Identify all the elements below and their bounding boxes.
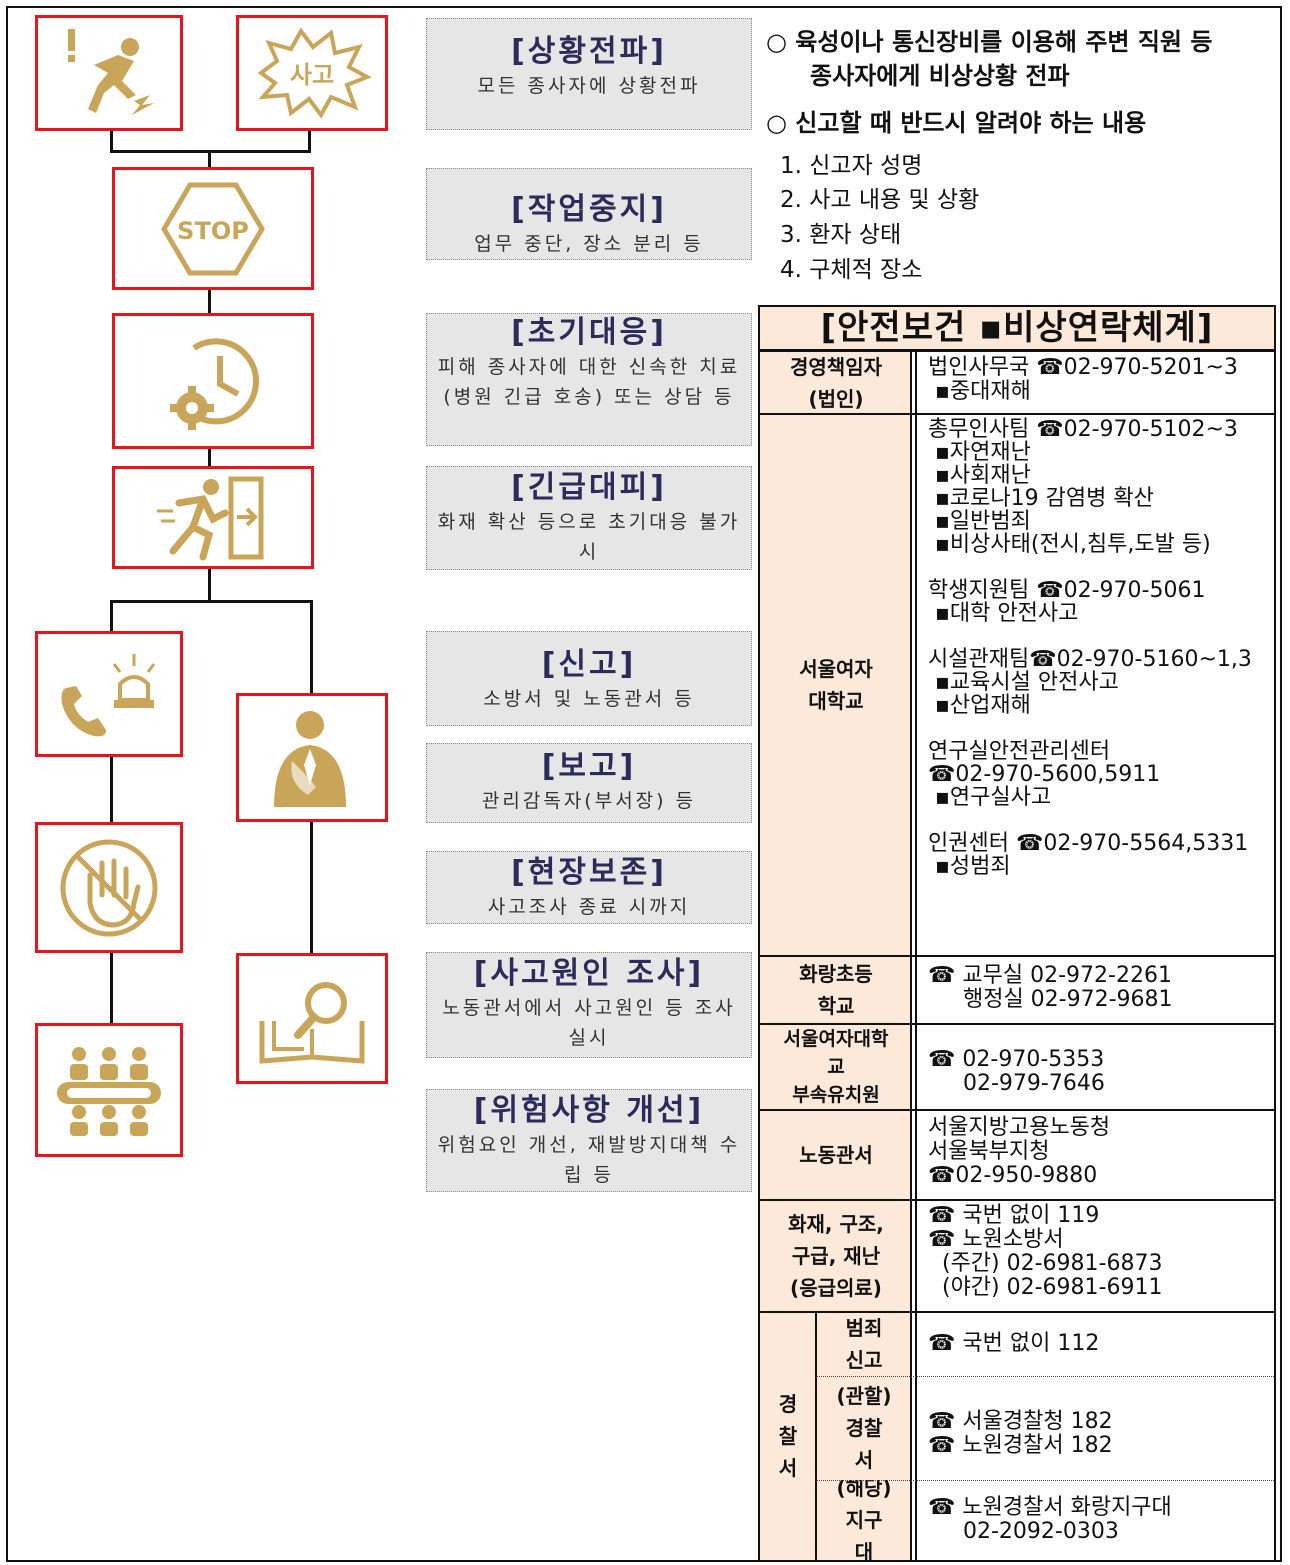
step-title: [보고] <box>541 749 637 784</box>
connector-line <box>310 600 313 694</box>
step-evacuation: [긴급대피] 화재 확산 등으로 초기대응 불가 시 <box>426 466 752 570</box>
labor-office-contact: 서울지방고용노동청 서울북부지청 ☎02-950-9880 <box>928 1115 1111 1188</box>
step-hazard-improvement: [위험사항 개선] 위험요인 개선, 재발방지대책 수립 등 <box>426 1089 752 1192</box>
emergency-exit-icon <box>112 466 314 569</box>
step-desc: 관리감독자(부서장) 등 <box>481 790 697 812</box>
police-station-label: (관할) 경찰 서 <box>816 1376 912 1480</box>
table-divider <box>760 1023 1274 1025</box>
step-work-stop: [작업중지] 업무 중단, 장소 분리 등 <box>426 168 752 260</box>
report-item: 1. 신고자 성명 <box>780 153 923 179</box>
page-frame <box>6 6 1282 1562</box>
step-desc: 업무 중단, 장소 분리 등 <box>474 233 704 255</box>
step-title: [사고원인 조사] <box>473 956 705 991</box>
connector-line <box>208 448 211 470</box>
step-desc: 노동관서에서 사고원인 등 조사 실시 <box>442 997 736 1049</box>
clock-gear-icon <box>112 313 314 449</box>
report-item: 2. 사고 내용 및 상황 <box>780 187 980 213</box>
table-divider <box>760 1199 1274 1201</box>
table-divider <box>760 413 1274 415</box>
connector-line <box>110 600 313 603</box>
univ-label: 서울여자 대학교 <box>760 414 912 956</box>
table-divider <box>816 1480 1274 1481</box>
connector-line <box>308 130 311 152</box>
contact-table-title: [안전보건 ▪비상연락체계] <box>758 305 1276 351</box>
elementary-label: 화랑초등 학교 <box>760 956 912 1024</box>
fire-rescue-label: 화재, 구조, 구급, 재난 (응급의료) <box>760 1200 912 1312</box>
step-title: [긴급대피] <box>511 470 667 505</box>
step-initial-response: [초기대응] 피해 종사자에 대한 신속한 치료(병원 긴급 호송) 또는 상담… <box>426 313 752 446</box>
step-desc: 화재 확산 등으로 초기대응 불가 시 <box>437 511 741 563</box>
table-divider <box>815 1312 817 1560</box>
connector-line <box>208 150 211 170</box>
note-report-heading: ○ 신고할 때 반드시 알려야 하는 내용 <box>766 109 1147 137</box>
svg-text:사고: 사고 <box>290 61 334 89</box>
note-spread-line2: 종사자에게 비상상황 전파 <box>810 62 1070 90</box>
report-item: 4. 구체적 장소 <box>780 257 923 283</box>
fire-rescue-contact: ☎ 국번 없이 119 ☎ 노원소방서 (주간) 02-6981-6873 (야… <box>928 1203 1163 1300</box>
fall-hazard-icon <box>35 15 183 131</box>
step-report-authority: [신고] 소방서 및 노동관서 등 <box>426 631 752 726</box>
step-title: [초기대응] <box>511 315 667 350</box>
step-title: [상황전파] <box>511 34 667 69</box>
step-desc: 피해 종사자에 대한 신속한 치료(병원 긴급 호송) 또는 상담 등 <box>437 356 741 408</box>
connector-line <box>310 822 313 954</box>
accident-burst-icon: 사고 <box>236 15 388 131</box>
elementary-contact: ☎ 교무실 02-972-2261 행정실 02-972-9681 <box>928 963 1173 1012</box>
ceo-label: 경영책임자 (법인) <box>760 352 912 414</box>
local-police-label: (해당) 지구 대 <box>816 1480 912 1560</box>
labor-office-label: 노동관서 <box>760 1110 912 1200</box>
phone-siren-icon <box>35 631 183 757</box>
supervisor-report-icon <box>236 693 388 822</box>
report-item: 3. 환자 상태 <box>780 222 902 248</box>
svg-text:STOP: STOP <box>177 217 249 245</box>
connector-line <box>110 952 113 1024</box>
step-title: [작업중지] <box>511 192 667 227</box>
table-divider <box>760 1311 1274 1313</box>
step-desc: 사고조사 종료 시까지 <box>487 896 691 918</box>
step-desc: 위험요인 개선, 재발방지대책 수립 등 <box>437 1134 741 1186</box>
police-label: 경 찰 서 <box>760 1312 816 1560</box>
police-station-contact: ☎ 서울경찰청 182 ☎ 노원경찰서 182 <box>928 1409 1113 1458</box>
step-title: [신고] <box>541 647 637 682</box>
crime-report-contact: ☎ 국번 없이 112 <box>928 1331 1100 1356</box>
kindergarten-contact: ☎ 02-970-5353 02-979-7646 <box>928 1047 1105 1096</box>
step-title: [위험사항 개선] <box>473 1093 705 1128</box>
step-preserve-scene: [현장보존] 사고조사 종료 시까지 <box>426 851 752 924</box>
table-divider <box>816 1376 1274 1377</box>
note-spread-line1: ○ 육성이나 통신장비를 이용해 주변 직원 등 <box>766 28 1213 56</box>
contact-table: 경영책임자 (법인) 법인사무국 ☎02-970-5201~3 ▪중대재해 서울… <box>758 350 1276 1562</box>
investigation-icon <box>236 953 388 1084</box>
step-cause-investigation: [사고원인 조사] 노동관서에서 사고원인 등 조사 실시 <box>426 952 752 1058</box>
step-report-supervisor: [보고] 관리감독자(부서장) 등 <box>426 743 752 823</box>
step-situation-spread: [상황전파] 모든 종사자에 상황전파 <box>426 18 752 130</box>
table-divider <box>760 1109 1274 1111</box>
connector-line <box>110 130 113 152</box>
connector-line <box>208 568 211 602</box>
step-desc: 소방서 및 노동관서 등 <box>483 688 695 710</box>
no-touch-icon <box>35 822 183 953</box>
stop-sign-icon: STOP <box>112 167 314 290</box>
crime-report-label: 범죄 신고 <box>816 1312 912 1376</box>
connector-line <box>110 600 113 632</box>
local-police-contact: ☎ 노원경찰서 화랑지구대 02-2092-0303 <box>928 1495 1172 1544</box>
meeting-group-icon <box>35 1023 183 1157</box>
univ-contact: 총무인사팀 ☎02-970-5102~3 ▪자연재난 ▪사회재난 ▪코로나19 … <box>928 417 1252 879</box>
table-divider <box>760 955 1274 957</box>
connector-line <box>110 756 113 822</box>
step-title: [현장보존] <box>511 855 667 890</box>
connector-line <box>208 289 211 315</box>
kindergarten-label: 서울여자대학 교 부속유치원 <box>760 1024 912 1110</box>
ceo-contact: 법인사무국 ☎02-970-5201~3 ▪중대재해 <box>928 355 1238 404</box>
step-desc: 모든 종사자에 상황전파 <box>477 75 701 97</box>
